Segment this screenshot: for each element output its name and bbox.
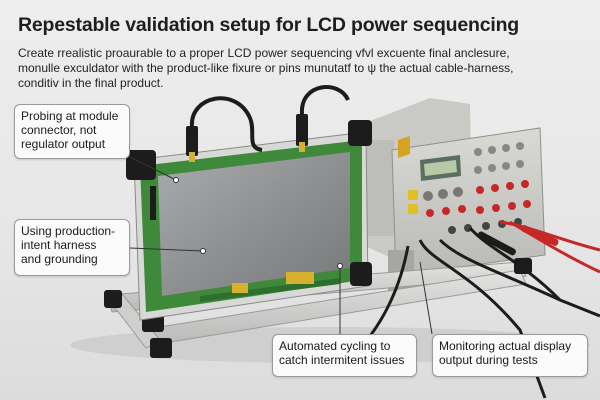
lcd-fixture [126,85,372,321]
instrument [352,98,546,294]
connector [232,283,248,293]
page-title: Repestable validation setup for LCD powe… [18,14,520,36]
probe-cable [299,85,350,115]
instrument-button [408,204,418,214]
lcd-panel [158,152,350,296]
instrument-terminal [426,209,434,217]
leader-dot [200,248,206,254]
instrument-terminal [506,182,514,190]
instrument-knob [516,160,524,168]
instrument-knob [516,142,524,150]
test-lead [418,239,547,399]
warning-label [398,136,410,158]
callout-cycling: Automated cycling to catch intermitent i… [272,334,417,377]
instrument-terminal [523,200,531,208]
callout-monitoring: Monitoring actual display output during … [432,334,588,377]
leader-dot [173,177,179,183]
probe-clip [186,126,198,156]
probe-handle-red [521,225,559,246]
leader-line [129,247,204,252]
probe-tip [299,142,305,152]
instrument-terminal [448,226,456,234]
instrument-terminal [492,204,500,212]
description-line: conditiv in the final product. [18,76,164,90]
fixture-corner-block [350,262,372,286]
instrument-terminal [491,184,499,192]
instrument-knob [502,144,510,152]
fixture-corner-block [348,120,372,146]
instrument-terminal [482,222,490,230]
instrument-knob [438,189,448,199]
instrument-lcd [424,160,457,176]
probe-tip [189,152,195,162]
test-lead-red [499,220,600,252]
instrument-front [391,127,546,277]
probe-handle [477,231,516,256]
test-lead [438,238,600,318]
instrument-button [408,190,418,200]
instrument-terminal [476,206,484,214]
callout-probing: Probing at module connector, not regulat… [14,104,130,159]
connector [150,186,156,220]
leader-dot [337,263,343,269]
instrument-knob [474,148,482,156]
instrument-knob [502,162,510,170]
probe-cable [189,96,263,152]
probe-clip [296,114,308,146]
test-lead-red [509,220,600,274]
fixture-corner-block [104,290,122,308]
instrument-terminal [508,202,516,210]
fixture-corner-block [126,150,156,180]
instrument-knob [488,164,496,172]
leader-line [419,261,433,335]
description-line: monulle exculdator with the product-like… [18,61,514,75]
description-line: Create rrealistic proaurable to a proper… [18,46,510,60]
instrument-knob [488,146,496,154]
instrument-terminal [442,207,450,215]
test-lead [468,226,562,302]
leader-lines [129,156,433,335]
leader-line [129,156,177,181]
instrument-terminal [521,180,529,188]
connector [286,272,314,284]
instrument-knob [453,187,463,197]
instrument-terminal [458,205,466,213]
instrument-knob [423,191,433,201]
instrument-knob [474,166,482,174]
instrument-terminal [476,186,484,194]
callout-harness: Using production- intent harness and gro… [14,219,130,276]
fixture-corner-block [150,338,172,358]
